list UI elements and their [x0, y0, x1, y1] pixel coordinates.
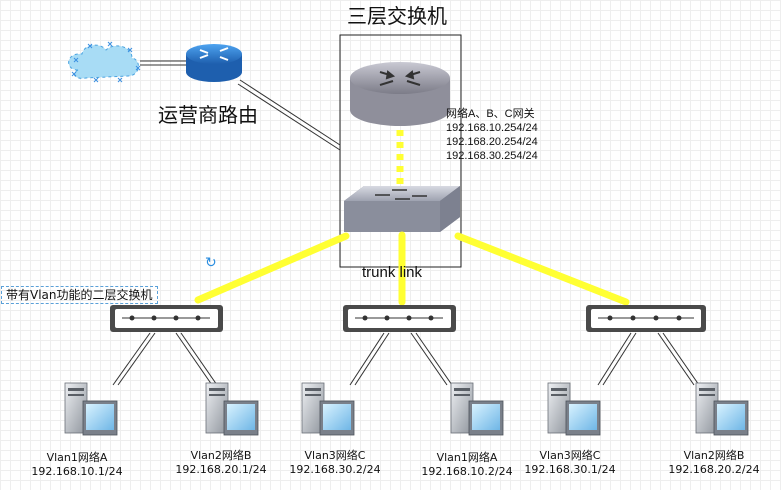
- host-ip: 192.168.30.1/24: [524, 463, 616, 476]
- core-router-icon: [350, 62, 450, 126]
- cloud-icon: [68, 41, 141, 83]
- trunk-lines: [194, 231, 630, 306]
- host-ip: 192.168.30.2/24: [289, 463, 381, 476]
- l2-switch-label: 带有Vlan功能的二层交换机: [1, 286, 158, 305]
- host-label: Vlan2网络B 192.168.20.1/24: [166, 449, 276, 477]
- gateway-ip: 192.168.10.254/24: [446, 122, 538, 134]
- l2-switch-icon: [110, 305, 223, 332]
- isp-core-link: [237, 79, 341, 151]
- gateway-heading: 网络A、B、C网关: [446, 108, 535, 120]
- computer-icon: [547, 382, 601, 436]
- core-switch-icon: [344, 186, 460, 232]
- computer-icon: [205, 382, 259, 436]
- computer-icon: [450, 382, 504, 436]
- isp-router-label: 运营商路由: [158, 103, 258, 127]
- trunk-link-label: trunk link: [362, 264, 423, 281]
- l2-switch-icon: [343, 305, 456, 332]
- host-label: Vlan1网络A 192.168.10.1/24: [22, 451, 132, 479]
- host-name: Vlan3网络C: [539, 449, 601, 462]
- host-name: Vlan2网络B: [190, 449, 252, 462]
- host-label: Vlan1网络A 192.168.10.2/24: [412, 451, 522, 479]
- host-name: Vlan3网络C: [304, 449, 366, 462]
- host-ip: 192.168.20.1/24: [175, 463, 267, 476]
- gateway-ip: 192.168.20.254/24: [446, 136, 538, 148]
- host-label: Vlan3网络C 192.168.30.2/24: [280, 449, 390, 477]
- host-ip: 192.168.10.1/24: [31, 465, 123, 478]
- host-label: Vlan3网络C 192.168.30.1/24: [515, 449, 625, 477]
- router-icon: [186, 44, 242, 82]
- cloud-router-link: [140, 60, 186, 66]
- host-name: Vlan1网络A: [46, 451, 108, 464]
- diagram-title: 三层交换机: [347, 4, 447, 28]
- gateway-info: 网络A、B、C网关 192.168.10.254/24 192.168.20.2…: [446, 107, 538, 163]
- host-name: Vlan1网络A: [436, 451, 498, 464]
- host-links: [112, 332, 700, 386]
- computer-icon: [695, 382, 749, 436]
- host-name: Vlan2网络B: [683, 449, 745, 462]
- host-ip: 192.168.20.2/24: [668, 463, 760, 476]
- host-ip: 192.168.10.2/24: [421, 465, 513, 478]
- computer-icon: [64, 382, 118, 436]
- computer-icon: [301, 382, 355, 436]
- refresh-icon[interactable]: ↻: [205, 255, 217, 271]
- gateway-ip: 192.168.30.254/24: [446, 150, 538, 162]
- host-label: Vlan2网络B 192.168.20.2/24: [659, 449, 769, 477]
- l2-switch-icon: [586, 305, 706, 332]
